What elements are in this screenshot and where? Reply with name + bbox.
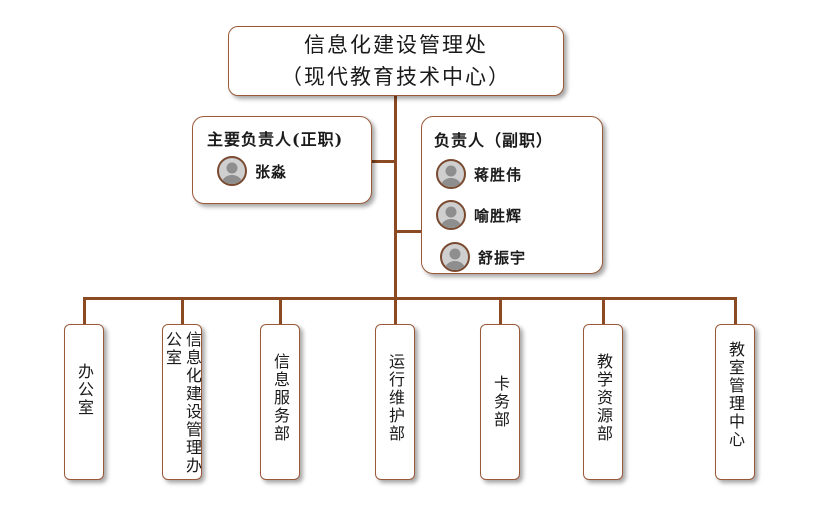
department-name: 信息服务部	[271, 353, 290, 443]
deputy-leader-person: 舒振宇	[440, 242, 526, 272]
deputy-leader-name: 喻胜辉	[474, 206, 523, 225]
department-box: 教学资源部	[583, 324, 623, 480]
primary-leader-person: 张淼	[217, 156, 287, 186]
dept-drop-line	[394, 297, 397, 325]
dept-drop-line	[83, 297, 86, 325]
department-bus-line	[83, 297, 737, 300]
dept-drop-line	[181, 297, 184, 325]
deputy-leader-person: 蒋胜伟	[436, 159, 522, 189]
user-avatar-icon	[436, 200, 466, 230]
department-name: 办公室	[75, 363, 94, 417]
department-box: 信息化建设管理办公室	[162, 324, 202, 480]
department-name: 卡务部	[491, 375, 510, 429]
org-subtitle: （现代教育技术中心）	[281, 65, 511, 89]
deputy-leaders-title: 负责人（副职）	[434, 131, 554, 150]
department-name: 教室管理中心	[726, 341, 745, 449]
deputy-leader-connector	[396, 230, 422, 233]
deputy-leader-name: 蒋胜伟	[474, 165, 523, 184]
primary-leader-name: 张淼	[255, 162, 288, 181]
deputy-leader-person: 喻胜辉	[436, 200, 522, 230]
dept-drop-line	[499, 297, 502, 325]
primary-leader-connector	[371, 160, 395, 163]
org-title-box: 信息化建设管理处 （现代教育技术中心）	[228, 26, 564, 96]
dept-drop-line	[734, 297, 737, 325]
primary-leader-box: 主要负责人(正职) 张淼	[192, 116, 372, 204]
department-box: 办公室	[64, 324, 104, 480]
trunk-line	[394, 96, 397, 298]
department-name: 运行维护部	[386, 353, 405, 443]
deputy-leaders-box: 负责人（副职） 蒋胜伟 喻胜辉 舒振宇	[421, 116, 603, 274]
user-avatar-icon	[436, 159, 466, 189]
org-title: 信息化建设管理处	[304, 33, 488, 57]
primary-leader-title: 主要负责人(正职)	[207, 130, 344, 149]
department-name: 信息化建设管理办公室	[163, 331, 202, 475]
user-avatar-icon	[440, 242, 470, 272]
department-name: 教学资源部	[594, 353, 613, 443]
deputy-leader-name: 舒振宇	[478, 248, 527, 267]
department-box: 信息服务部	[260, 324, 300, 480]
department-box: 运行维护部	[375, 324, 415, 480]
department-box: 教室管理中心	[715, 324, 755, 480]
dept-drop-line	[279, 297, 282, 325]
user-avatar-icon	[217, 156, 247, 186]
dept-drop-line	[602, 297, 605, 325]
department-box: 卡务部	[480, 324, 520, 480]
